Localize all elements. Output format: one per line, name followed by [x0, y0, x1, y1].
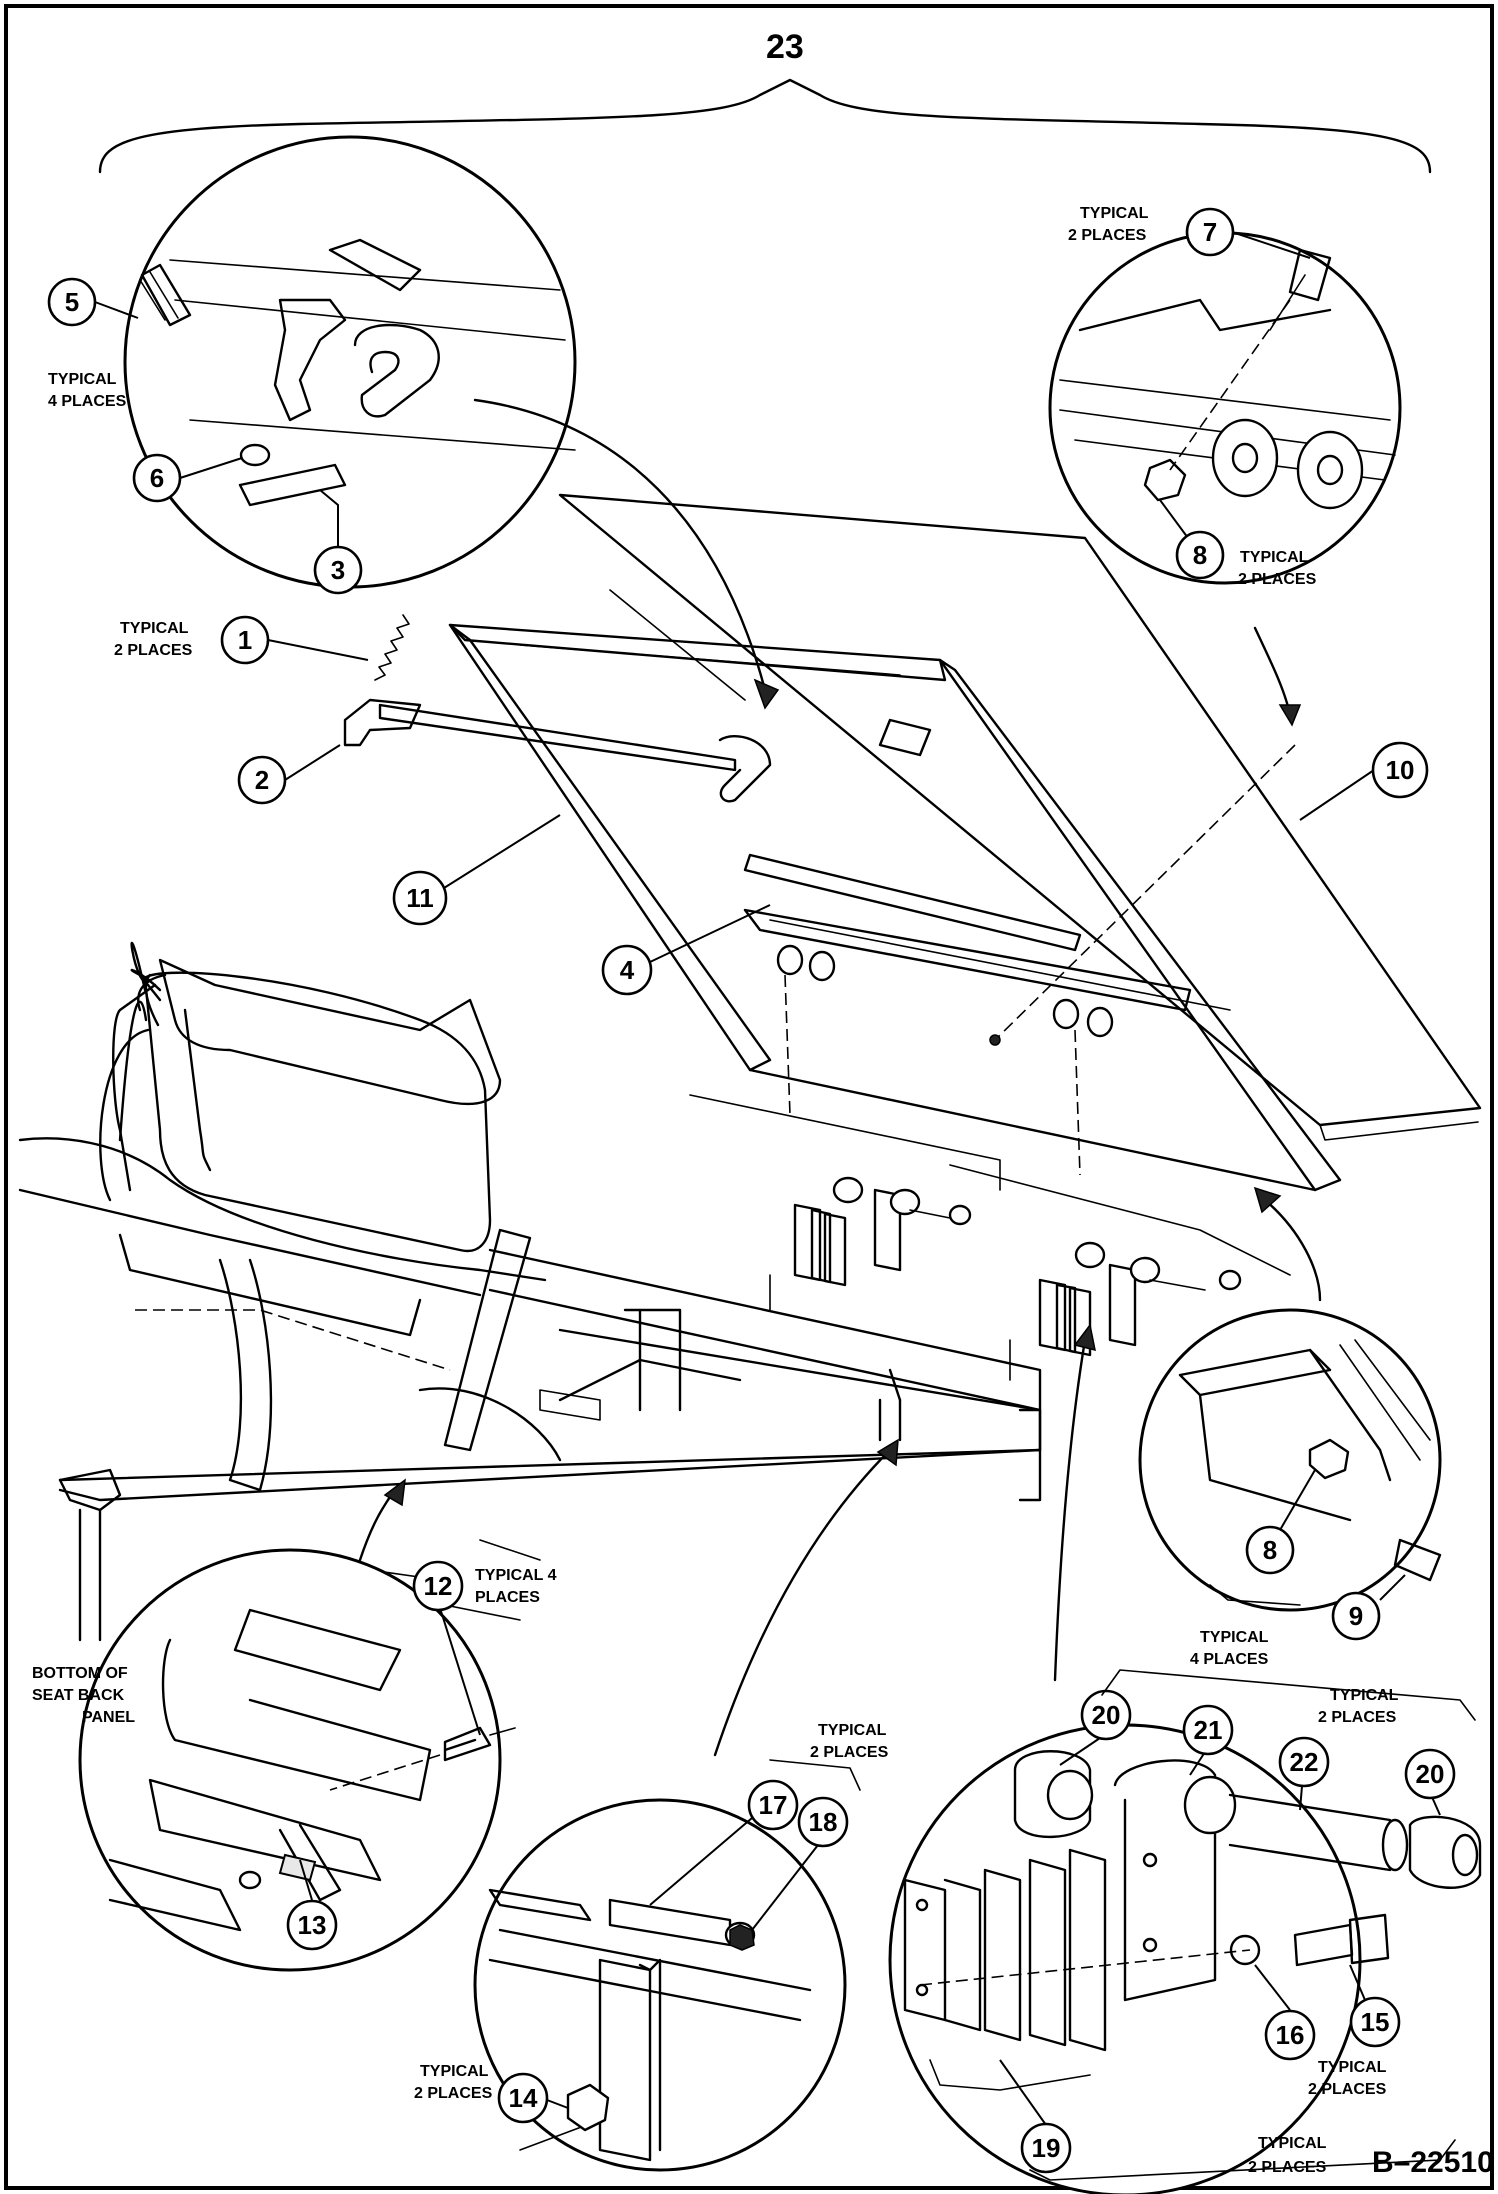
note-typical-15-line1: TYPICAL: [1318, 2059, 1387, 2076]
callout-7: 7: [1203, 217, 1217, 247]
callout-12: 12: [424, 1571, 453, 1601]
detail-latch-circle: [123, 135, 577, 589]
note-typical-19-line2: 2 PLACES: [1248, 2159, 1327, 2176]
note-seat-back-panel-line3: PANEL: [82, 1709, 135, 1726]
note-typical-5-line2: 4 PLACES: [48, 393, 127, 410]
note-typical-14-line1: TYPICAL: [420, 2063, 489, 2080]
callout-circle-15: [1349, 1996, 1401, 2048]
callout-circle-19: [1020, 2122, 1072, 2174]
callout-4: 4: [620, 955, 635, 985]
callout-circle-14: [497, 2072, 549, 2124]
callout-circle-5: [47, 277, 97, 327]
detail-arrow-9: [1263, 1198, 1322, 1302]
callout-circle-12: [412, 1560, 464, 1612]
detail-arrow-12: [358, 1488, 397, 1562]
detail-seat-panel-rivet-circle: [78, 1548, 516, 1972]
detail-arrow-top-left: [473, 398, 767, 692]
callout-9: 9: [1349, 1601, 1363, 1631]
callout-17: 17: [759, 1790, 788, 1820]
detail-frame-bolt-circle: [1138, 1308, 1442, 1612]
seat-back-panel-assembly: [343, 493, 1482, 1192]
note-typical-hinge-line2: 2 PLACES: [1318, 1709, 1397, 1726]
callout-6: 6: [150, 463, 164, 493]
seat-and-frame: [18, 942, 1042, 1642]
callout-circle-4: [601, 944, 653, 996]
callout-20-right: 20: [1416, 1759, 1445, 1789]
note-typical-15-line2: 2 PLACES: [1308, 2081, 1387, 2098]
callout-circle-11: [392, 870, 448, 926]
note-typical-17-line2: 2 PLACES: [810, 1744, 889, 1761]
callout-circle-3: [313, 545, 363, 595]
detail-arrow-20: [1053, 1338, 1087, 1682]
callout-circle-8-right: [1245, 1525, 1295, 1575]
note-seat-back-panel-line1: BOTTOM OF: [32, 1665, 128, 1682]
callout-13: 13: [298, 1910, 327, 1940]
note-typical-hinge-line1: TYPICAL: [1330, 1687, 1399, 1704]
callout-8-right: 8: [1263, 1535, 1277, 1565]
callout-circle-13: [286, 1899, 338, 1951]
callout-circle-21: [1182, 1704, 1234, 1756]
note-seat-back-panel-line2: SEAT BACK: [32, 1687, 125, 1704]
callout-circle-6: [132, 453, 182, 503]
detail-hinge-exploded-circle: [888, 1723, 1482, 2194]
detail-arrow-top-right: [1253, 626, 1292, 717]
note-typical-1-line2: 2 PLACES: [114, 642, 193, 659]
note-typical-19-line1: TYPICAL: [1258, 2135, 1327, 2152]
callout-10: 10: [1386, 755, 1415, 785]
callout-circle-16: [1264, 2009, 1316, 2061]
callout-circle-1: [220, 615, 270, 665]
note-typical-9-line1: TYPICAL: [1200, 1629, 1269, 1646]
callout-21: 21: [1194, 1715, 1223, 1745]
callout-20-left: 20: [1092, 1700, 1121, 1730]
callout-circle-10: [1371, 741, 1429, 799]
detail-arrow-17: [713, 1448, 892, 1757]
note-typical-7-line2: 2 PLACES: [1068, 227, 1147, 244]
drawing-border: [4, 4, 1494, 2190]
callout-8-top: 8: [1193, 540, 1207, 570]
callout-3: 3: [331, 555, 345, 585]
note-typical-8-line1: TYPICAL: [1240, 549, 1309, 566]
callout-circle-8-top: [1175, 530, 1225, 580]
callout-5: 5: [65, 287, 79, 317]
callout-15: 15: [1361, 2007, 1390, 2037]
detail-hinge-bolt-circle: [1048, 231, 1402, 585]
callout-circle-7: [1185, 207, 1235, 257]
note-typical-8-line2: 2 PLACES: [1238, 571, 1317, 588]
callout-22: 22: [1290, 1747, 1319, 1777]
callout-circle-20-right: [1404, 1748, 1456, 1800]
note-typical-17-line1: TYPICAL: [818, 1722, 887, 1739]
callout-circle-18: [797, 1796, 849, 1848]
callout-16: 16: [1276, 2020, 1305, 2050]
callout-circle-17: [747, 1779, 799, 1831]
hinge-assemblies: [689, 1094, 1291, 1381]
callout-1: 1: [238, 625, 252, 655]
callout-11: 11: [406, 883, 434, 913]
note-typical-14-line2: 2 PLACES: [414, 2085, 493, 2102]
callout-14: 14: [509, 2083, 538, 2113]
note-typical-1-line1: TYPICAL: [120, 620, 189, 637]
assembly-callout: 23: [766, 28, 804, 66]
drawing-number: B–22510: [1372, 2146, 1494, 2179]
assembly-brace: [98, 78, 1432, 174]
callout-circle-2: [237, 755, 287, 805]
note-typical-12-line1: TYPICAL 4: [475, 1567, 557, 1584]
callout-19: 19: [1032, 2133, 1061, 2163]
callout-circle-9: [1331, 1591, 1381, 1641]
note-typical-5-line1: TYPICAL: [48, 371, 117, 388]
callout-circle-22: [1278, 1736, 1330, 1788]
note-typical-7-line1: TYPICAL: [1080, 205, 1149, 222]
callout-18: 18: [809, 1807, 838, 1837]
note-typical-9-line2: 4 PLACES: [1190, 1651, 1269, 1668]
callout-2: 2: [255, 765, 269, 795]
detail-frame-pivot-circle: [473, 1798, 847, 2172]
note-typical-12-line2: PLACES: [475, 1589, 540, 1606]
callout-circle-20-left: [1080, 1689, 1132, 1741]
